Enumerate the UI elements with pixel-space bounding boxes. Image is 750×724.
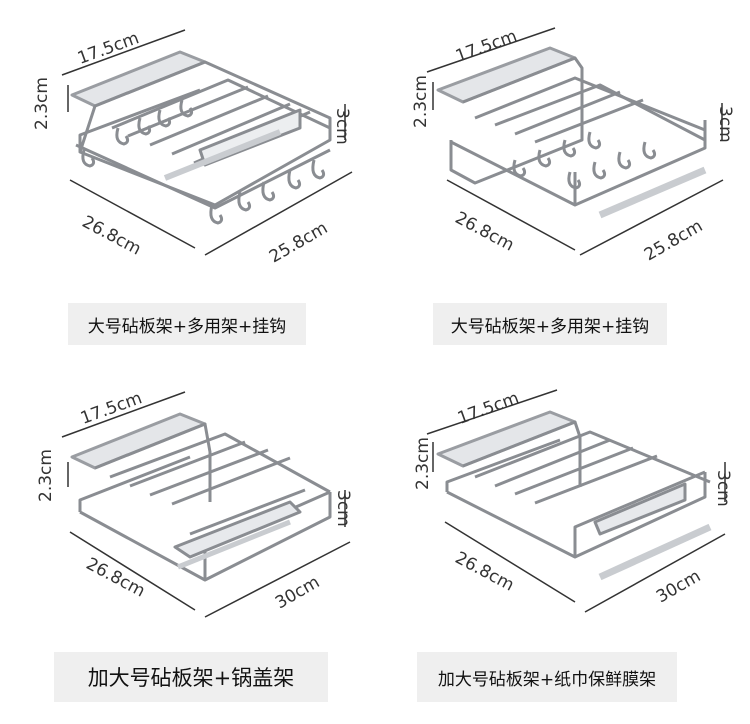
- product-caption: 大号砧板架+多用架+挂钩: [68, 303, 306, 345]
- product-caption: 加大号砧板架+锅盖架: [54, 652, 328, 702]
- product-panel-2: 17.5cm 2.3cm 3cm 26.8cm 25.8cm 大号砧板架+多用架…: [375, 0, 750, 362]
- rack-illustration-2: [426, 27, 724, 256]
- height-dimension-label: 3cm: [333, 490, 353, 527]
- height-dimension-label: 3cm: [715, 106, 735, 143]
- product-panel-1: 17.5cm 2.3cm 3cm 26.8cm 25.8cm 大号砧板架+多用架…: [0, 0, 375, 362]
- rack-illustration-3: [61, 391, 351, 618]
- gap-dimension-label: 2.3cm: [413, 437, 433, 490]
- rack-illustration-1: [61, 29, 353, 256]
- product-panel-4: 17.5cm 2.3cm 3cm 26.8cm 30cm 加大号砧板架+纸巾保鲜…: [375, 362, 750, 724]
- height-dimension-label: 3cm: [713, 470, 733, 507]
- gap-dimension-label: 2.3cm: [411, 75, 431, 128]
- product-panel-3: 17.5cm 2.3cm 3cm 26.8cm 30cm 加大号砧板架+锅盖架: [0, 362, 375, 724]
- gap-dimension-label: 2.3cm: [32, 77, 52, 130]
- height-dimension-label: 3cm: [332, 108, 352, 145]
- product-caption: 加大号砧板架+纸巾保鲜膜架: [417, 652, 677, 702]
- product-caption: 大号砧板架+多用架+挂钩: [433, 303, 667, 345]
- rack-illustration-4: [426, 389, 726, 613]
- gap-dimension-label: 2.3cm: [36, 449, 56, 502]
